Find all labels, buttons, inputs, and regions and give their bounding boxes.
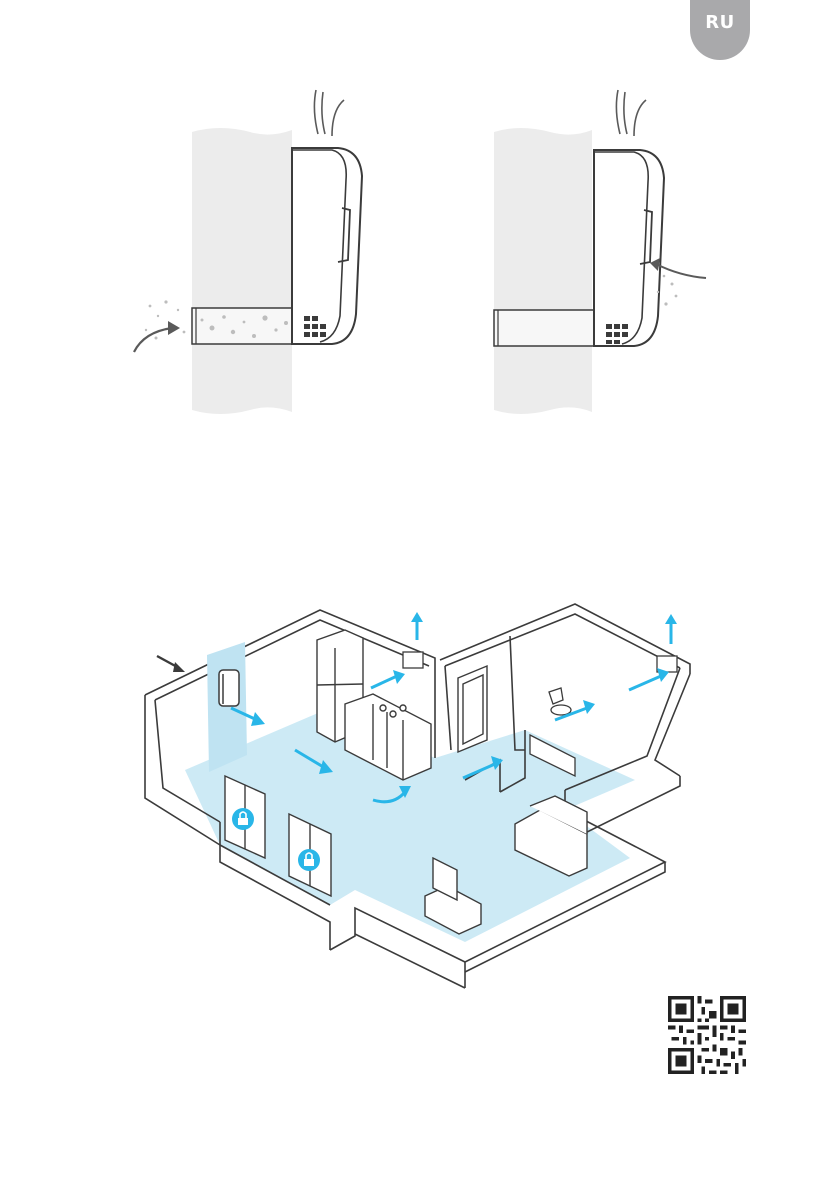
wall-duct bbox=[192, 308, 296, 344]
wall-section bbox=[494, 128, 592, 414]
purifier-wall-highlight bbox=[207, 642, 247, 772]
clean-air-outflow bbox=[314, 90, 344, 136]
wall-section bbox=[192, 128, 292, 414]
purifier-external-air-diagram bbox=[120, 80, 380, 420]
language-badge-label: RU bbox=[690, 12, 750, 33]
wall-purifier-unit bbox=[219, 670, 239, 706]
lock-badge bbox=[298, 849, 320, 871]
lock-badge bbox=[232, 808, 254, 830]
exhaust-vents bbox=[403, 652, 677, 672]
purifier-body bbox=[292, 148, 362, 344]
clean-air-outflow bbox=[616, 90, 646, 136]
purifier-body bbox=[594, 150, 664, 346]
purifier-room-air-diagram bbox=[480, 80, 730, 420]
intake-arrow bbox=[134, 328, 172, 352]
bathroom-door bbox=[458, 666, 487, 752]
apartment-airflow-plan bbox=[135, 600, 705, 1000]
wall-duct-closed bbox=[494, 310, 598, 346]
qr-code-icon bbox=[668, 996, 746, 1074]
language-badge: RU bbox=[690, 0, 750, 60]
